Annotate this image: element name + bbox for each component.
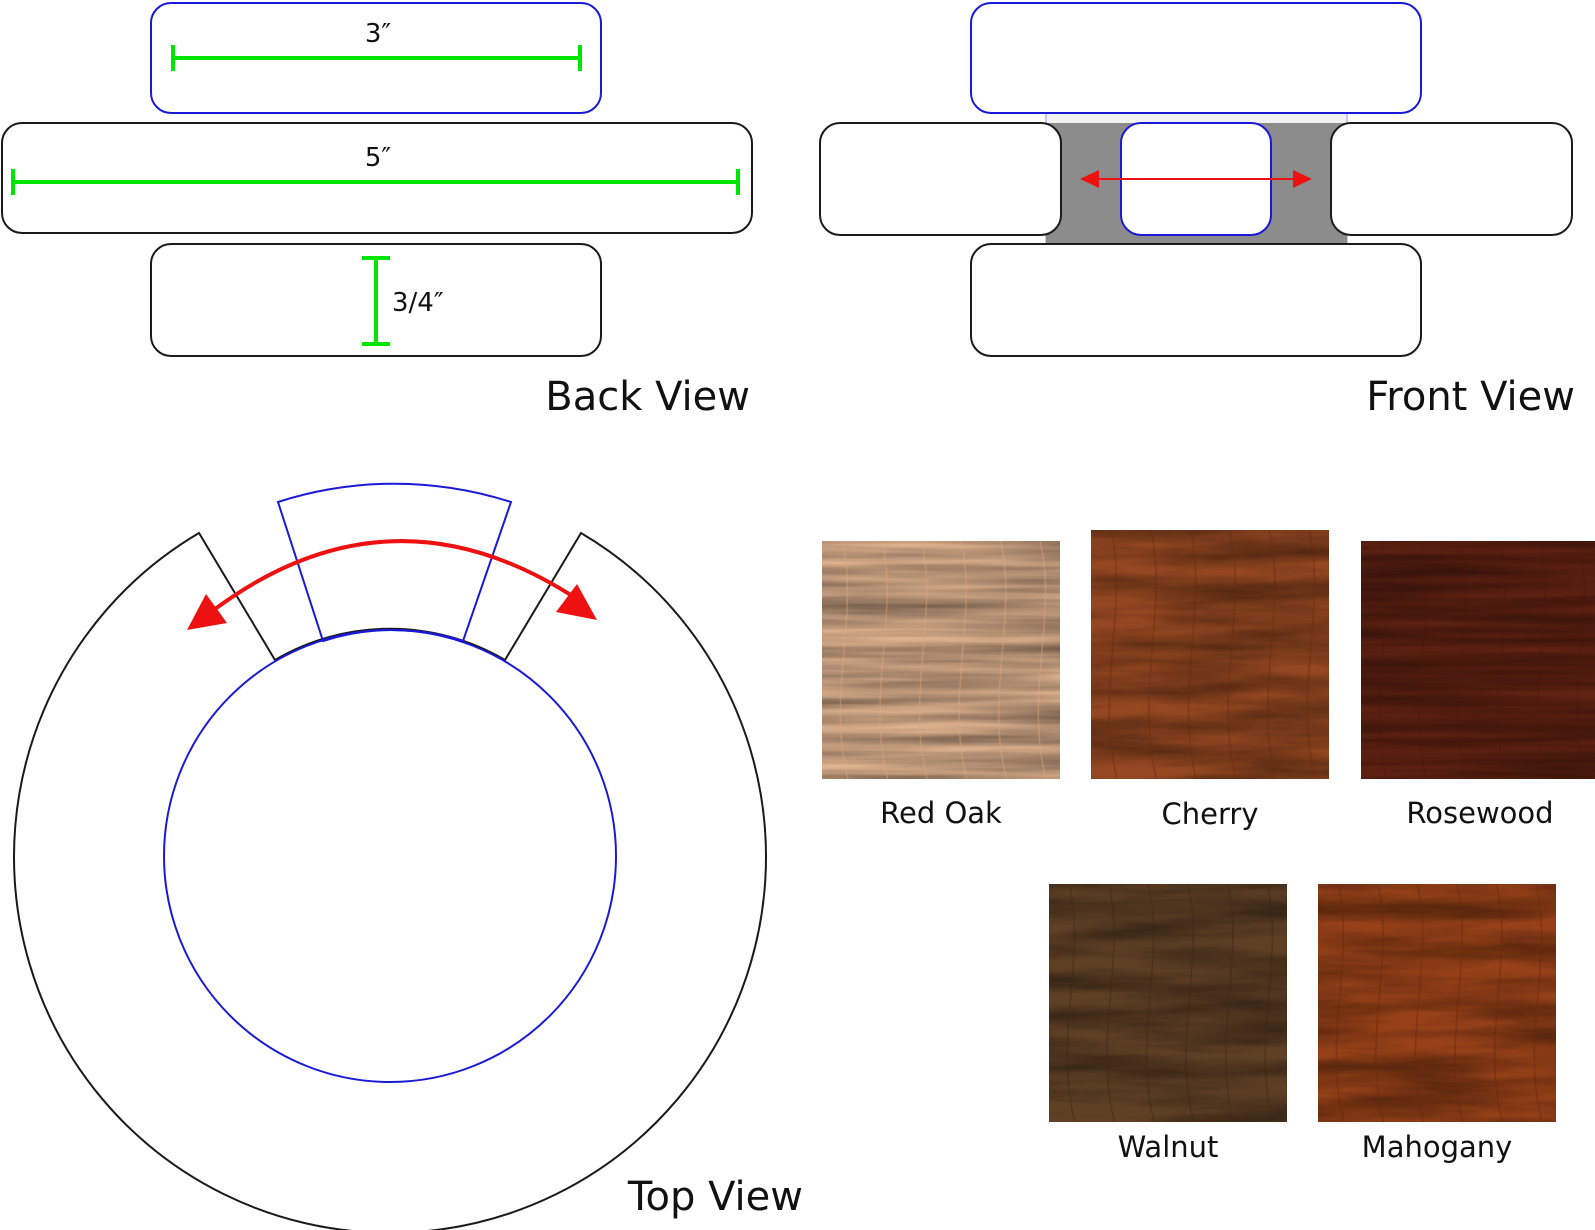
front-left-block: [819, 122, 1062, 236]
swatch-grain-line: [1106, 883, 1116, 1123]
swatch-mahogany: Mahogany: [1318, 883, 1556, 1164]
swatch-walnut: Walnut: [1049, 883, 1287, 1164]
swatch-label-mahogany: Mahogany: [1362, 1130, 1513, 1164]
back-middle-block: [1, 122, 753, 234]
swatch-label-cherry: Cherry: [1162, 797, 1259, 831]
swatch-grain-line: [1457, 540, 1467, 780]
swatch-grain-line: [1533, 883, 1543, 1123]
dimension-5-inch: [11, 169, 740, 195]
back-bottom-block: [150, 243, 602, 357]
back-top-block: [150, 2, 602, 114]
front-top-block: [970, 2, 1422, 114]
swatch-grain-line: [1145, 883, 1155, 1123]
swatch-grain-line: [1536, 540, 1547, 780]
back-view-title: Back View: [545, 374, 750, 420]
swatch-grain-walnut: [1049, 884, 1287, 1122]
front-slide-arrow: [1080, 170, 1312, 188]
dimension-3-inch: [171, 45, 582, 71]
swatch-grain-line: [1576, 540, 1586, 780]
swatch-cherry: Cherry: [1091, 529, 1329, 831]
swatch-grain-line: [1185, 883, 1195, 1123]
swatch-grain-line: [1454, 883, 1464, 1123]
front-bottom-block: [970, 243, 1422, 357]
swatch-grain-line: [1267, 529, 1277, 780]
front-view-title: Front View: [1366, 374, 1575, 420]
swatch-grain-line: [1108, 529, 1118, 780]
swatch-grain-line: [1378, 540, 1388, 780]
swatch-grain-line: [1187, 529, 1197, 780]
swatch-grain-line: [1497, 540, 1507, 780]
swatch-grain-rosewood: [1361, 541, 1595, 779]
swatch-grain-line: [1066, 883, 1076, 1123]
swatch-grain-line: [1375, 883, 1385, 1123]
swatch-label-walnut: Walnut: [1118, 1130, 1219, 1164]
top-view: Top View: [13, 482, 803, 1230]
swatch-grain-cherry: [1091, 530, 1329, 779]
dim-label-3-4-inch: 3/4″: [392, 288, 444, 318]
dim-label-3-inch: 3″: [365, 19, 392, 49]
front-view: Front View: [819, 2, 1575, 420]
top-slider-block: [276, 482, 513, 643]
swatch-red-oak: Red Oak: [822, 540, 1060, 830]
rotation-arrow: [187, 539, 597, 630]
swatch-label-rosewood: Rosewood: [1406, 796, 1553, 830]
swatch-grain-line: [1227, 529, 1237, 780]
swatch-grain-line: [1037, 540, 1047, 780]
swatch-grain-line: [997, 540, 1008, 780]
swatch-grain-line: [1418, 540, 1428, 780]
swatch-grain-line: [958, 540, 968, 780]
back-view: 3″ 5″ 3/4″ Back View: [1, 2, 753, 420]
front-right-block: [1330, 122, 1573, 236]
swatch-label-red-oak: Red Oak: [880, 796, 1002, 830]
swatch-grain-line: [1224, 883, 1235, 1123]
swatch-grain-line: [1414, 883, 1424, 1123]
swatch-rosewood: Rosewood: [1361, 540, 1595, 830]
dim-label-5-inch: 5″: [365, 143, 392, 173]
dimension-3-4-inch: [362, 256, 390, 346]
top-view-title: Top View: [627, 1174, 803, 1220]
swatch-grain-red-oak: [822, 541, 1060, 779]
swatch-grain-line: [839, 540, 849, 780]
swatch-grain-line: [1148, 529, 1158, 780]
swatch-grain-mahogany: [1318, 884, 1556, 1122]
swatch-grain-line: [1264, 883, 1274, 1123]
outer-ring-outline: [13, 531, 767, 1230]
swatch-grain-line: [918, 540, 928, 780]
swatch-grain-line: [879, 540, 889, 780]
swatch-grain-line: [1306, 529, 1316, 780]
inner-ring-circle: [163, 629, 617, 1083]
swatch-grain-line: [1335, 883, 1345, 1123]
swatch-grain-line: [1493, 883, 1504, 1123]
